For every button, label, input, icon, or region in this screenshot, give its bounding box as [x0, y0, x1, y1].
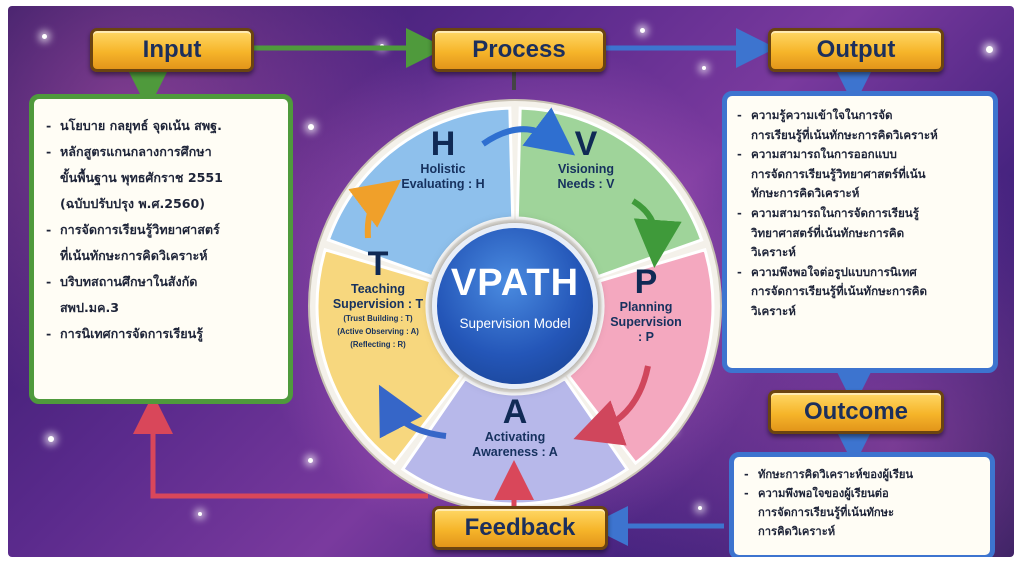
segment-p-label: P Planning Supervision : P [600, 264, 692, 345]
input-item: -การจัดการเรียนรู้วิทยาศาสตร์ [46, 222, 220, 237]
segment-h-letter: H [430, 125, 456, 163]
center-title: VPATH [450, 262, 580, 304]
outcome-item-continued: การจัดการเรียนรู้ที่เน้นทักษะ [758, 506, 895, 519]
star-decoration [640, 28, 645, 33]
input-item-continued: ที่เน้นทักษะการคิดวิเคราะห์ [60, 248, 208, 263]
output-item-continued: การจัดการเรียนรู้วิทยาศาสตร์ที่เน้น [751, 166, 926, 181]
outcome-panel: -ทักษะการคิดวิเคราะห์ของผู้เรียน -ความพึ… [729, 452, 995, 557]
segment-t-sub2: (Active Observing : A) [337, 327, 419, 336]
arrow-feedback-to-input [133, 394, 428, 499]
segment-v-letter: V [574, 125, 598, 163]
segment-t-letter: T [367, 245, 389, 283]
segment-p-line1: Planning [619, 300, 673, 314]
outcome-item: -ความพึงพอใจของผู้เรียนต่อ [744, 487, 889, 500]
outcome-item: -ทักษะการคิดวิเคราะห์ของผู้เรียน [744, 468, 914, 481]
star-decoration [48, 436, 54, 442]
cycle-arrow-a-to-t [378, 384, 447, 439]
diagram-canvas: VPATH Supervision Model H Holistic Evalu… [8, 6, 1014, 557]
star-decoration [698, 506, 702, 510]
segment-p-letter: P [634, 263, 658, 301]
input-item: -บริบทสถานศึกษาในสังกัด [46, 274, 198, 289]
segment-p-line2: Supervision [610, 315, 682, 329]
wheel-segment-t [315, 247, 464, 466]
output-item-continued: วิเคราะห์ [751, 303, 796, 318]
input-box: Input [90, 28, 254, 72]
output-item: -ความพึงพอใจต่อรูปแบบการนิเทศ [737, 264, 917, 279]
star-decoration [198, 512, 202, 516]
segment-p-line3: : P [638, 330, 654, 344]
star-decoration [702, 66, 706, 70]
segment-v-label: V Visioning Needs : V [536, 126, 636, 192]
star-decoration [308, 124, 314, 130]
process-box: Process [432, 28, 606, 72]
input-item-continued: (ฉบับปรับปรุง พ.ศ.2560) [60, 196, 206, 211]
input-item-continued: สพป.มค.3 [60, 300, 120, 315]
cycle-arrow-p-to-a [573, 365, 651, 446]
center-subtitle: Supervision Model [459, 316, 571, 331]
segment-t-line1: Teaching [351, 282, 405, 296]
input-item: -การนิเทศการจัดการเรียนรู้ [46, 326, 203, 341]
output-item-continued: การเรียนรู้ที่เน้นทักษะการคิดวิเคราะห์ [751, 127, 938, 142]
star-decoration [986, 46, 993, 53]
segment-a-line2: Awareness : A [472, 445, 558, 459]
input-panel: -นโยบาย กลยุทธ์ จุดเน้น สพฐ. -หลักสูตรแก… [29, 94, 293, 404]
output-item-continued: การจัดการเรียนรู้ที่เน้นทักษะการคิด [751, 284, 928, 299]
segment-t-sub3: (Reflecting : R) [350, 340, 406, 349]
outcome-item-continued: การคิดวิเคราะห์ [758, 525, 836, 538]
input-item: -นโยบาย กลยุทธ์ จุดเน้น สพฐ. [46, 118, 222, 133]
output-panel: -ความรู้ความเข้าใจในการจัด การเรียนรู้ที… [722, 91, 998, 373]
output-item: -ความสามารถในการออกแบบ [737, 147, 897, 162]
outcome-box: Outcome [768, 390, 944, 434]
segment-h-line2: Evaluating : H [401, 177, 485, 191]
output-item: -ความสามารถในการจัดการเรียนรู้ [737, 205, 919, 220]
segment-t-label: T Teaching Supervision : T (Trust Buildi… [328, 246, 428, 351]
segment-t-line2: Supervision : T [332, 297, 424, 311]
star-decoration [42, 34, 47, 39]
vpath-center-circle: VPATH Supervision Model [432, 223, 598, 389]
output-item-continued: วิทยาศาสตร์ที่เน้นทักษะการคิด [751, 225, 905, 240]
output-item-continued: ทักษะการคิดวิเคราะห์ [751, 186, 860, 201]
output-item-continued: วิเคราะห์ [751, 245, 796, 260]
star-decoration [308, 458, 313, 463]
cycle-arrow-h-to-v [481, 107, 576, 156]
segment-t-sub1: (Trust Building : T) [343, 314, 413, 323]
segment-v-line2: Needs : V [557, 177, 615, 191]
segment-h-line1: Holistic [420, 162, 466, 176]
output-item: -ความรู้ความเข้าใจในการจัด [737, 108, 893, 122]
segment-a-line1: Activating [484, 430, 546, 444]
input-item: -หลักสูตรแกนกลางการศึกษา [46, 144, 212, 159]
output-box: Output [768, 28, 944, 72]
cycle-arrow-t-to-h [348, 179, 402, 239]
segment-v-line1: Visioning [557, 162, 615, 176]
segment-a-letter: A [502, 393, 528, 431]
input-item-continued: ขั้นพื้นฐาน พุทธศักราช 2551 [60, 170, 223, 185]
segment-h-label: H Holistic Evaluating : H [393, 126, 493, 192]
wheel-segment-a [400, 376, 630, 506]
cycle-arrow-v-to-p [631, 198, 682, 268]
segment-a-label: A Activating Awareness : A [463, 394, 567, 460]
feedback-box: Feedback [432, 506, 608, 550]
